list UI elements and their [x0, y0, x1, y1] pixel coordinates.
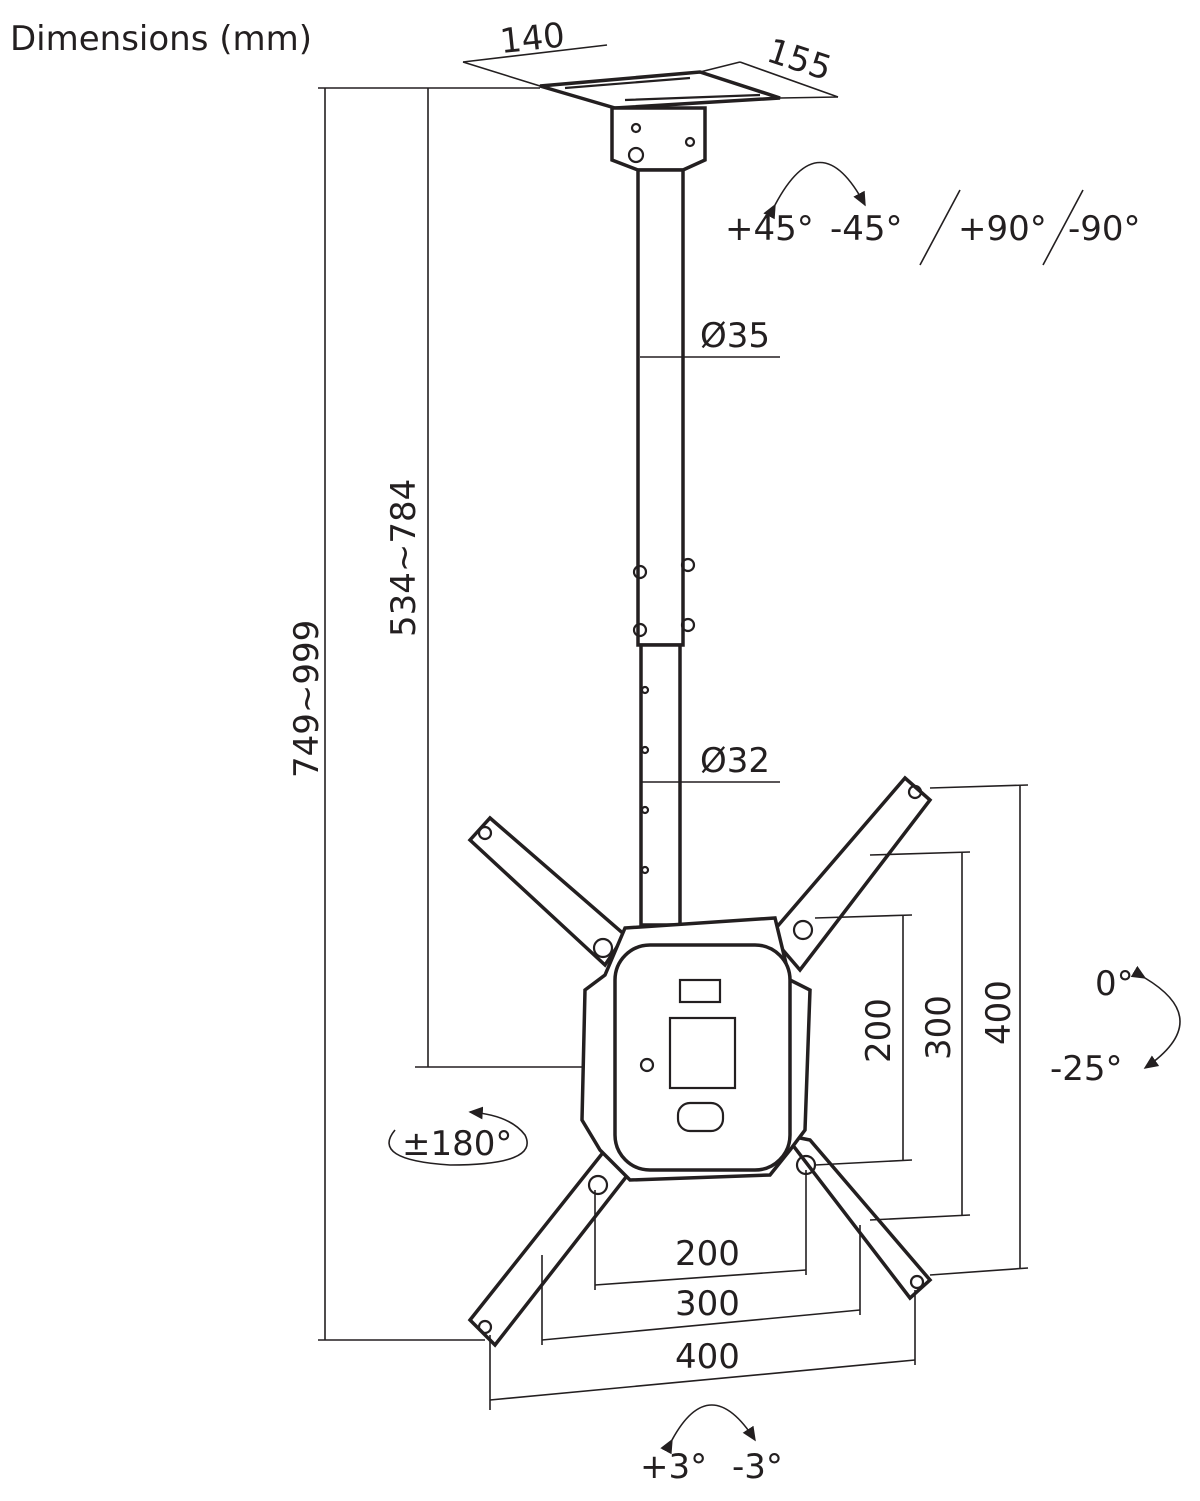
tilt-indicator: 0° -25°: [1050, 964, 1181, 1089]
tilt-top-label: 0°: [1095, 964, 1134, 1004]
vesa-vertical-300: 300: [919, 995, 959, 1060]
tilt-bottom-label: -25°: [1050, 1049, 1123, 1089]
pole-length-label: 534~784: [384, 479, 424, 637]
pole: [632, 168, 696, 927]
plate-depth-label: 155: [762, 31, 836, 89]
vesa-arms: [467, 775, 933, 1348]
upper-diameter-label: Ø35: [700, 316, 770, 356]
vesa-horizontal-400: 400: [675, 1337, 740, 1377]
ceiling-bracket: [610, 106, 707, 172]
swivel-indicator: +45° -45° +90° -90°: [725, 161, 1141, 266]
lower-diameter-label: Ø32: [700, 741, 770, 781]
level-indicator: +3° -3°: [640, 1404, 783, 1487]
level-right-label: -3°: [732, 1447, 783, 1487]
level-left-label: +3°: [640, 1447, 707, 1487]
drawing-title: Dimensions (mm): [10, 19, 312, 59]
swivel-alt1-label: +90°: [958, 209, 1047, 249]
rotation-indicator: ±180°: [388, 1106, 528, 1166]
swivel-left-label: +45°: [725, 209, 814, 249]
swivel-right-label: -45°: [830, 209, 903, 249]
tv-plate: [580, 916, 812, 1182]
ceiling-plate: 140 155: [462, 15, 839, 110]
vesa-vertical-400: 400: [979, 980, 1019, 1045]
plate-width-label: 140: [498, 15, 567, 62]
swivel-alt2-label: -90°: [1068, 209, 1141, 249]
vesa-horizontal-200: 200: [675, 1234, 740, 1274]
total-height-label: 749~999: [287, 620, 327, 778]
vesa-vertical-200: 200: [859, 998, 899, 1063]
vesa-horizontal-300: 300: [675, 1284, 740, 1324]
rotation-label: ±180°: [402, 1124, 512, 1164]
